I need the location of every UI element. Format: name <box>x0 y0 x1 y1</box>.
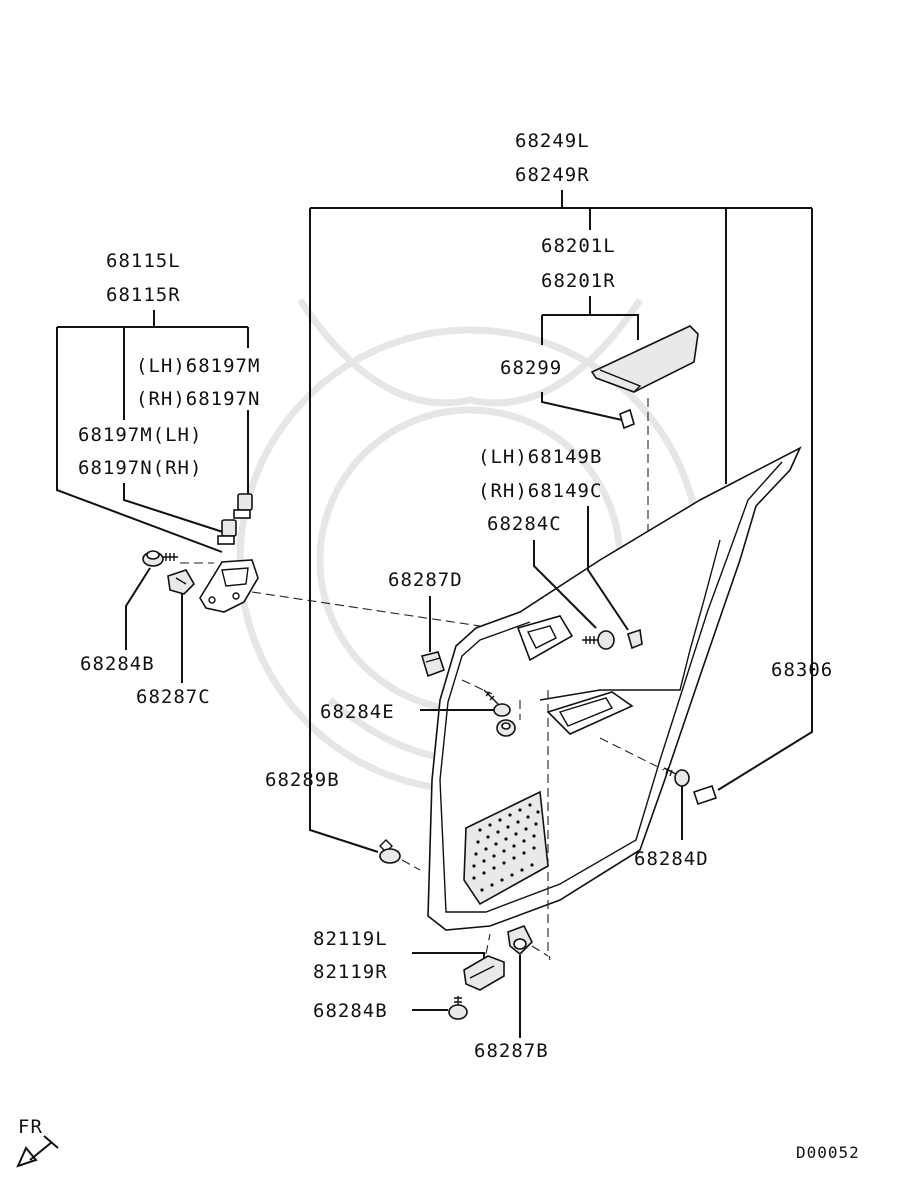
diagram-code: D00052 <box>796 1143 860 1162</box>
label-68115R: 68115R <box>106 284 181 306</box>
inside-handle-bracket-icon <box>199 559 259 613</box>
clip-68299-icon <box>619 408 635 430</box>
label-82119R: 82119R <box>313 961 388 983</box>
group-68287B: 68287B <box>474 924 549 1062</box>
group-68201: 68201L 68201R 68299 <box>500 235 699 660</box>
group-68149: (LH)68149B (RH)68149C 68284C <box>478 446 643 650</box>
clip-68287D-icon <box>420 651 446 678</box>
group-68284D: 68284D <box>599 737 709 870</box>
group-68115: 68115L 68115R (LH)68197M (RH)68197N 6819… <box>56 250 521 708</box>
screw-68284E-icon <box>483 689 516 737</box>
armrest-pad-icon <box>590 325 699 393</box>
door-trim-panel <box>427 446 802 961</box>
label-68284D: 68284D <box>634 848 709 870</box>
label-68289B: 68289B <box>265 769 340 791</box>
label-68249L: 68249L <box>515 130 590 152</box>
label-68197M-lh: (LH)68197M <box>136 355 260 377</box>
label-68284C: 68284C <box>487 513 562 535</box>
group-68284E: 68284E <box>320 679 516 737</box>
screw-68284C-icon <box>582 630 615 650</box>
label-68284B-left: 68284B <box>80 653 155 675</box>
clip-68149-icon <box>627 628 643 650</box>
label-68149B-lh: (LH)68149B <box>478 446 602 468</box>
group-68287D: 68287D <box>388 569 463 678</box>
front-direction-indicator: FR <box>16 1116 59 1168</box>
arrow-down-left-icon <box>16 1135 59 1168</box>
label-82119L: 82119L <box>313 928 388 950</box>
plug-68306-icon <box>692 784 718 806</box>
label-68249R: 68249R <box>515 164 590 186</box>
label-68149C-rh: (RH)68149C <box>478 480 602 502</box>
label-68197M-lh-2: 68197M(LH) <box>78 424 202 446</box>
lamp-82119-icon <box>463 955 505 991</box>
screw-68284D-icon <box>663 767 690 787</box>
group-68306: 68306 <box>692 659 833 806</box>
direction-label: FR <box>18 1116 43 1138</box>
clip-68287B-icon <box>507 924 533 956</box>
group-68249: 68249L 68249R <box>309 130 813 853</box>
group-82119: 82119L 82119R <box>313 928 505 991</box>
label-68287B: 68287B <box>474 1040 549 1062</box>
label-68197N-rh-2: 68197N(RH) <box>78 457 202 479</box>
label-68284E: 68284E <box>320 701 395 723</box>
group-68289B: 68289B <box>265 769 421 871</box>
label-68299: 68299 <box>500 357 562 379</box>
label-68287D: 68287D <box>388 569 463 591</box>
clip-68287C-icon <box>167 569 195 595</box>
label-68284B-bottom: 68284B <box>313 1000 388 1022</box>
clip-68289B-icon <box>379 839 401 864</box>
label-68115L: 68115L <box>106 250 181 272</box>
label-68306: 68306 <box>771 659 833 681</box>
screw-68284B-bottom-icon <box>448 996 468 1020</box>
label-68201R: 68201R <box>541 270 616 292</box>
label-68287C: 68287C <box>136 686 211 708</box>
label-68201L: 68201L <box>541 235 616 257</box>
label-68197N-rh: (RH)68197N <box>136 388 260 410</box>
group-68284B-bottom: 68284B <box>313 996 468 1022</box>
clip-68197-icon <box>217 493 253 545</box>
screw-68284B-icon <box>142 550 178 567</box>
